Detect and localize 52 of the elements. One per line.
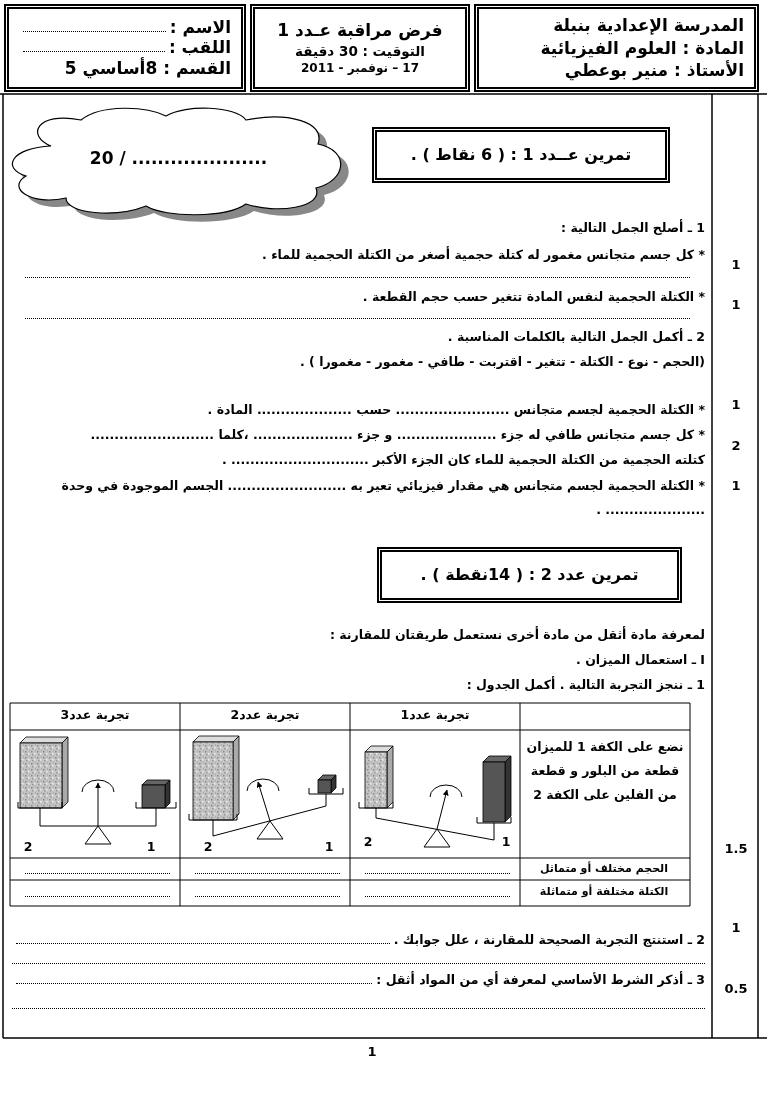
pan-number: 2 <box>203 839 213 854</box>
exercise-title-box <box>377 547 682 603</box>
table-cell-text: الحجم مختلف أو متماثل <box>539 862 669 875</box>
points-value: 1 <box>731 920 741 935</box>
pan-number: 1 <box>146 839 156 854</box>
question-text: كتلته الحجمية من الكتلة الحجمية للماء كان الجزء الأكبر ............................. . <box>221 452 705 467</box>
question-text: 2 ـ أكمل الجمل التالية بالكلمات المناسبة . <box>447 329 705 344</box>
page-number: 1 <box>367 1044 377 1059</box>
exercise-title: تمرين عــدد 1 : ( 6 نقاط ) . <box>410 144 632 166</box>
points-value: 0.5 <box>724 981 748 996</box>
header-box <box>250 4 470 92</box>
question-text: 3 ـ أذكر الشرط الأساسي لمعرفة أي من المواد أثقل : <box>376 971 705 989</box>
header-text: المادة : العلوم الفيزيائية <box>539 36 744 60</box>
table-cell-text: نضع على الكفة 1 للميزان قطعة من البلور و قطعة من الفلين على الكفة 2 <box>526 739 684 802</box>
header-text: 17 – نوفمبر - 2011 <box>300 60 420 77</box>
points-value: 2 <box>731 438 741 453</box>
points-value: 1 <box>731 397 741 412</box>
pan-number: 2 <box>23 839 33 854</box>
header-text: التوقيت : 30 دقيقة <box>295 42 425 61</box>
score-text: 20 / ..................... <box>89 148 268 168</box>
header-box <box>474 4 759 92</box>
question-text: * الكتلة الحجمية لجسم متجانس ........................ حسب .................... المادة . <box>207 402 705 417</box>
question-text: (الحجم - نوع - الكتلة - تتغير - اقتربت - طافي - مغمور - مغمورا ) . <box>299 354 705 369</box>
field-label: الاسم : <box>169 16 231 37</box>
question-text: I ـ استعمال الميزان . <box>576 652 705 667</box>
field-label: اللقب : <box>168 36 231 57</box>
question-text: لمعرفة مادة أثقل من مادة أخرى نستعمل طريقتان للمقارنة : <box>329 627 705 642</box>
exercise-title-box <box>372 127 670 183</box>
points-value: 1 <box>731 297 741 312</box>
header-text: القسم : 8أساسي 5 <box>63 56 231 80</box>
table-cell-text: الكتلة مختلفة أو متماثلة <box>539 885 669 898</box>
pan-number: 1 <box>501 834 511 849</box>
header-box <box>4 4 246 92</box>
question-text: * الكتلة الحجمية لنفس المادة تتغير حسب حجم القطعة . <box>362 289 705 304</box>
header-text: الأستاذ : منير بوعطي <box>563 59 744 83</box>
pan-number: 2 <box>363 834 373 849</box>
question-text: * كل جسم متجانس مغمور له كتلة حجمية أصغر من الكتلة الحجمية للماء . <box>262 247 705 262</box>
exercise-title: تمرين عدد 2 : ( 14نقطة ) . <box>420 564 639 586</box>
question-text: 2 ـ استنتج التجربة الصحيحة للمقارنة ، علل جوابك . <box>393 931 705 949</box>
points-value: 1 <box>731 257 741 272</box>
table-cell-text: تجربة عدد2 <box>230 707 300 722</box>
table-cell-text: تجربة عدد3 <box>60 707 130 722</box>
table-cell-text: تجربة عدد1 <box>400 707 470 722</box>
question-text: * الكتلة الحجمية لجسم متجانس هي مقدار فيزيائي تعير به ......................... الجسم الموجودة في وحدة ..................... . <box>61 478 705 517</box>
points-value: 1.5 <box>724 841 748 856</box>
question-text: 1 ـ ننجز التجربة التالية . أكمل الجدول : <box>466 677 705 692</box>
header-text: المدرسة الإعدادية بنبلة <box>552 13 744 37</box>
question-text: * كل جسم متجانس طافي له جزء ..................... و جزء ..................... ،كلما .......................... <box>90 427 705 442</box>
pan-number: 1 <box>324 839 334 854</box>
points-value: 1 <box>731 478 741 493</box>
question-text: 1 ـ أصلح الجمل التالية : <box>561 220 705 235</box>
header-text: فرض مراقبة عـدد 1 <box>277 19 443 43</box>
